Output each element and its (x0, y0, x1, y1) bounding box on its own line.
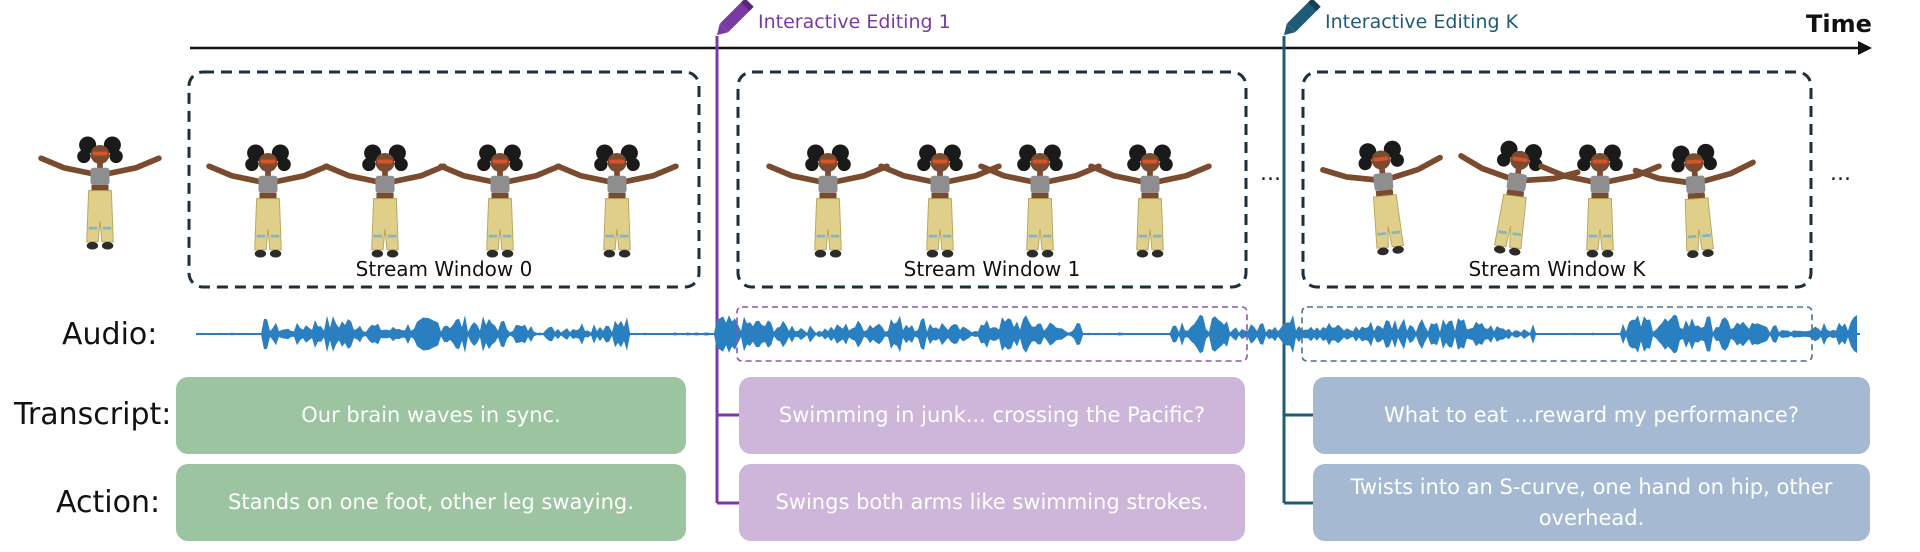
dancer-figure (558, 144, 676, 257)
audio-segment-1-highlight (736, 306, 1248, 362)
action-box-window-0: Stands on one foot, other leg swaying. (176, 464, 686, 541)
dancer-figure (209, 144, 327, 257)
dancer-figure (1091, 144, 1209, 257)
dancer-figure (1541, 144, 1659, 257)
window-ellipsis: ... (1260, 161, 1281, 186)
dancer-figure (1321, 136, 1450, 261)
dancer-figure-initial (41, 136, 159, 249)
audio-waveform (198, 314, 1857, 354)
audio-row-label: Audio: (62, 317, 158, 352)
time-axis-label: Time (1806, 10, 1872, 38)
stream-window-k-frame (1301, 70, 1813, 289)
transcript-box-window-1: Swimming in junk... crossing the Pacific… (739, 377, 1245, 454)
stream-window-1-label: Stream Window 1 (903, 257, 1081, 281)
stream-window-0-label: Stream Window 0 (355, 257, 533, 281)
audio-waveform-shape (198, 314, 1857, 354)
action-box-window-1: Swings both arms like swimming strokes. (739, 464, 1245, 541)
pencil-icon (716, 0, 754, 36)
stream-window-k-label: Stream Window K (1468, 257, 1646, 281)
transcript-row-label: Transcript: (14, 397, 172, 432)
window-ellipsis: ... (1830, 161, 1851, 186)
time-axis-arrowhead (1858, 41, 1872, 55)
interactive-editing-k-label: Interactive Editing K (1325, 11, 1519, 33)
dancer-figure (769, 144, 887, 257)
dancer-figure (441, 144, 559, 257)
stream-window-0-frame (187, 70, 701, 289)
stream-window-1-frame (736, 70, 1248, 289)
dancer-figure (1634, 141, 1759, 262)
interactive-editing-1-label: Interactive Editing 1 (758, 11, 951, 33)
action-row-label: Action: (56, 485, 161, 520)
transcript-box-window-0: Our brain waves in sync. (176, 377, 686, 454)
dancer-figure (1448, 134, 1580, 262)
dancer-figure (326, 144, 444, 257)
dancer-figure (981, 144, 1099, 257)
dancer-figure (881, 144, 999, 257)
audio-segment-k-highlight (1301, 306, 1813, 362)
action-box-window-k: Twists into an S-curve, one hand on hip,… (1313, 464, 1870, 541)
transcript-box-window-k: What to eat ...reward my performance? (1313, 377, 1870, 454)
pencil-icon (1283, 0, 1321, 36)
